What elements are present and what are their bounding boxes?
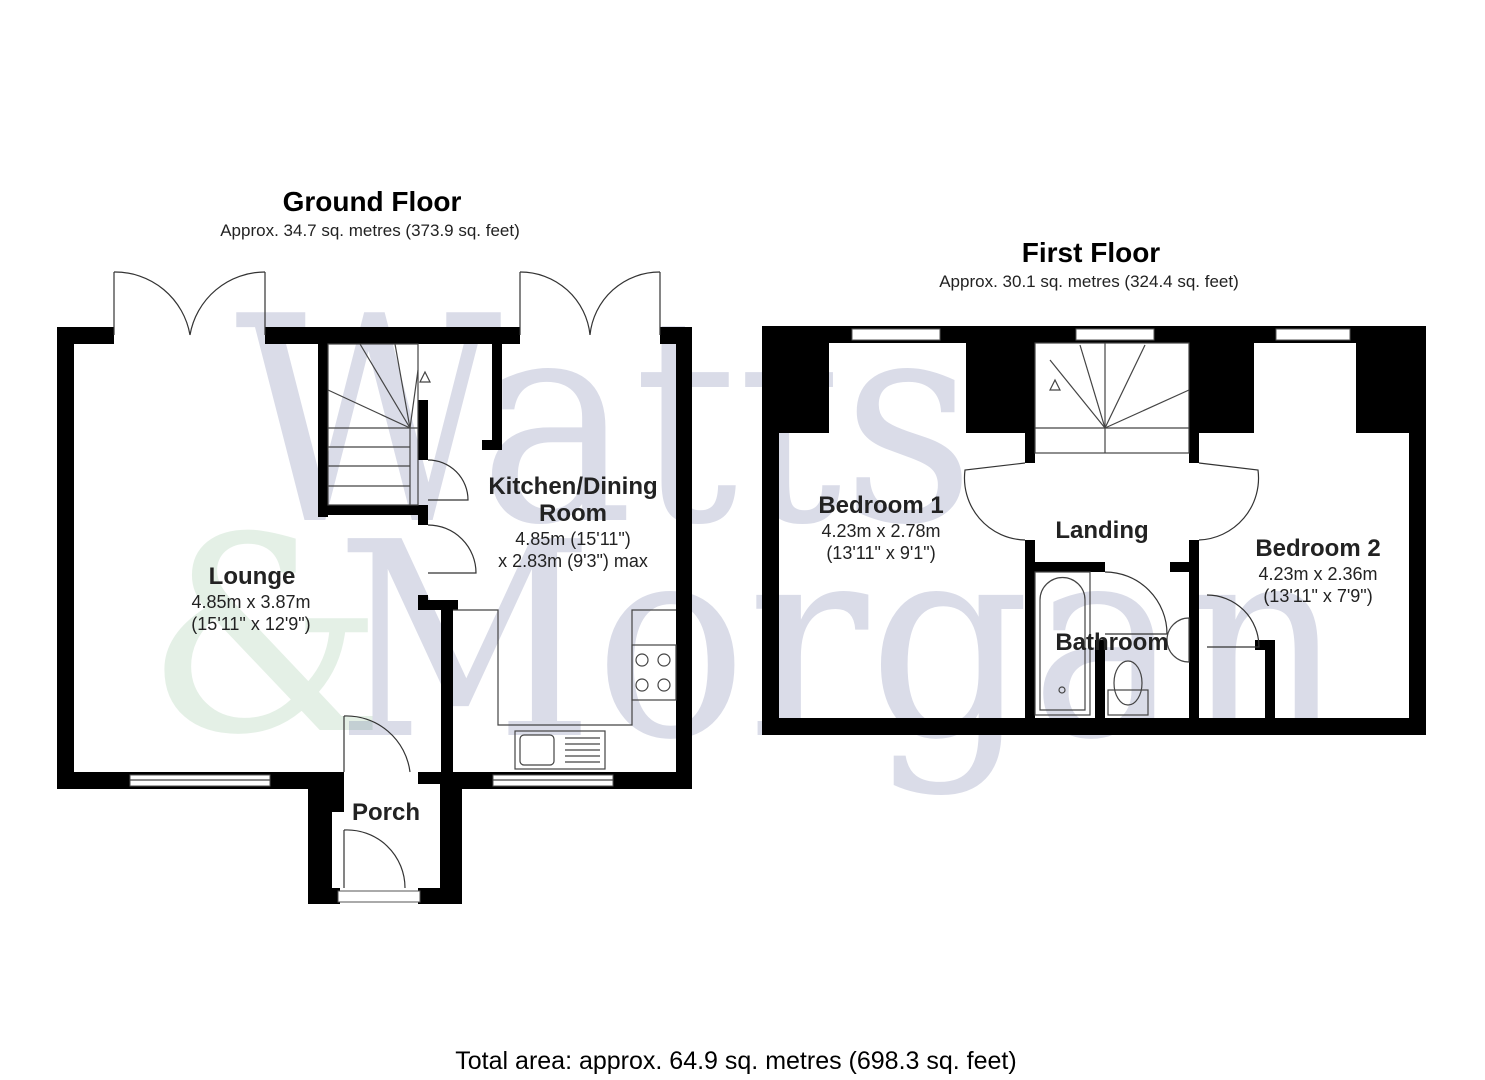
wall — [441, 600, 453, 789]
wall — [440, 772, 462, 904]
door — [1104, 571, 1168, 635]
wall — [332, 772, 344, 812]
kitchen-dim-line1: 4.85m (15'11") — [515, 529, 631, 549]
lounge-name: Lounge — [209, 563, 296, 590]
total-area: Total area: approx. 64.9 sq. metres (698… — [455, 1047, 1016, 1075]
bedroom1-name: Bedroom 1 — [818, 492, 943, 519]
wall — [418, 888, 462, 904]
wall — [1095, 640, 1105, 718]
bedroom1-dim-metric: 4.23m x 2.78m — [821, 521, 940, 541]
wall — [57, 327, 114, 344]
wall — [318, 327, 328, 517]
watermark: Watts & Morgan — [145, 256, 1345, 799]
watermark-ampersand: & — [145, 479, 385, 794]
window — [851, 328, 941, 341]
kitchen-units — [453, 609, 677, 770]
window — [1075, 328, 1155, 341]
window — [337, 890, 421, 903]
wall — [318, 505, 428, 515]
wall — [482, 440, 502, 450]
bedroom2-name: Bedroom 2 — [1255, 535, 1380, 562]
bedroom2-dim-imperial: (13'11" x 7'9") — [1263, 586, 1372, 606]
bathroom-fixtures — [1034, 571, 1190, 716]
watermark-line1: Watts — [235, 256, 975, 588]
wall — [418, 600, 458, 610]
wall — [1255, 640, 1275, 650]
wall — [1025, 343, 1035, 463]
wall — [308, 888, 340, 904]
wall — [1190, 343, 1254, 433]
kitchen-name-line1: Kitchen/Dining — [488, 473, 657, 500]
ground-floor-plan: Ground Floor Approx. 34.7 sq. metres (37… — [57, 186, 692, 904]
bedroom1-dim-imperial: (13'11" x 9'1") — [826, 543, 935, 563]
wall — [1025, 562, 1105, 572]
wall — [1025, 540, 1035, 718]
ground-floor-area: Approx. 34.7 sq. metres (373.9 sq. feet) — [220, 221, 520, 240]
wall — [779, 343, 829, 433]
door — [1206, 594, 1260, 648]
first-floor-title: First Floor — [1022, 237, 1161, 268]
window — [1275, 328, 1351, 341]
bedroom2-dim-metric: 4.23m x 2.36m — [1258, 564, 1377, 584]
porch-name: Porch — [352, 799, 420, 826]
first-floor-area: Approx. 30.1 sq. metres (324.4 sq. feet) — [939, 272, 1239, 291]
wall — [57, 327, 74, 789]
door — [427, 459, 469, 501]
wall — [762, 718, 1426, 735]
wall — [265, 327, 520, 344]
staircase — [1034, 342, 1190, 454]
lounge-dim-imperial: (15'11" x 12'9") — [191, 614, 310, 634]
door — [343, 715, 411, 773]
wall — [1189, 540, 1199, 718]
ground-floor-title: Ground Floor — [283, 186, 462, 217]
wall — [1189, 343, 1199, 463]
french-doors — [519, 271, 661, 336]
wall — [676, 327, 692, 789]
door — [1198, 462, 1260, 541]
wall — [418, 772, 440, 784]
wall — [966, 343, 1032, 433]
wall — [308, 772, 332, 904]
wall — [1265, 640, 1275, 718]
kitchen-dim-line2: x 2.83m (9'3") max — [498, 551, 648, 571]
wall — [1170, 562, 1199, 572]
door — [343, 829, 406, 889]
staircase — [327, 343, 431, 506]
watermark-line2: Morgan — [335, 484, 1345, 799]
door — [427, 524, 477, 574]
bathroom-name: Bathroom — [1055, 629, 1168, 656]
door — [963, 462, 1026, 541]
lounge-dim-metric: 4.85m x 3.87m — [191, 592, 310, 612]
landing-name: Landing — [1055, 517, 1148, 544]
french-doors — [113, 271, 266, 336]
wall — [492, 327, 502, 447]
wall — [418, 400, 428, 460]
wall — [1356, 343, 1409, 433]
wall — [762, 326, 779, 735]
wall — [1409, 326, 1426, 735]
first-floor-plan: First Floor Approx. 30.1 sq. metres (324… — [762, 237, 1426, 735]
kitchen-name-line2: Room — [539, 500, 607, 527]
wall — [418, 505, 428, 525]
